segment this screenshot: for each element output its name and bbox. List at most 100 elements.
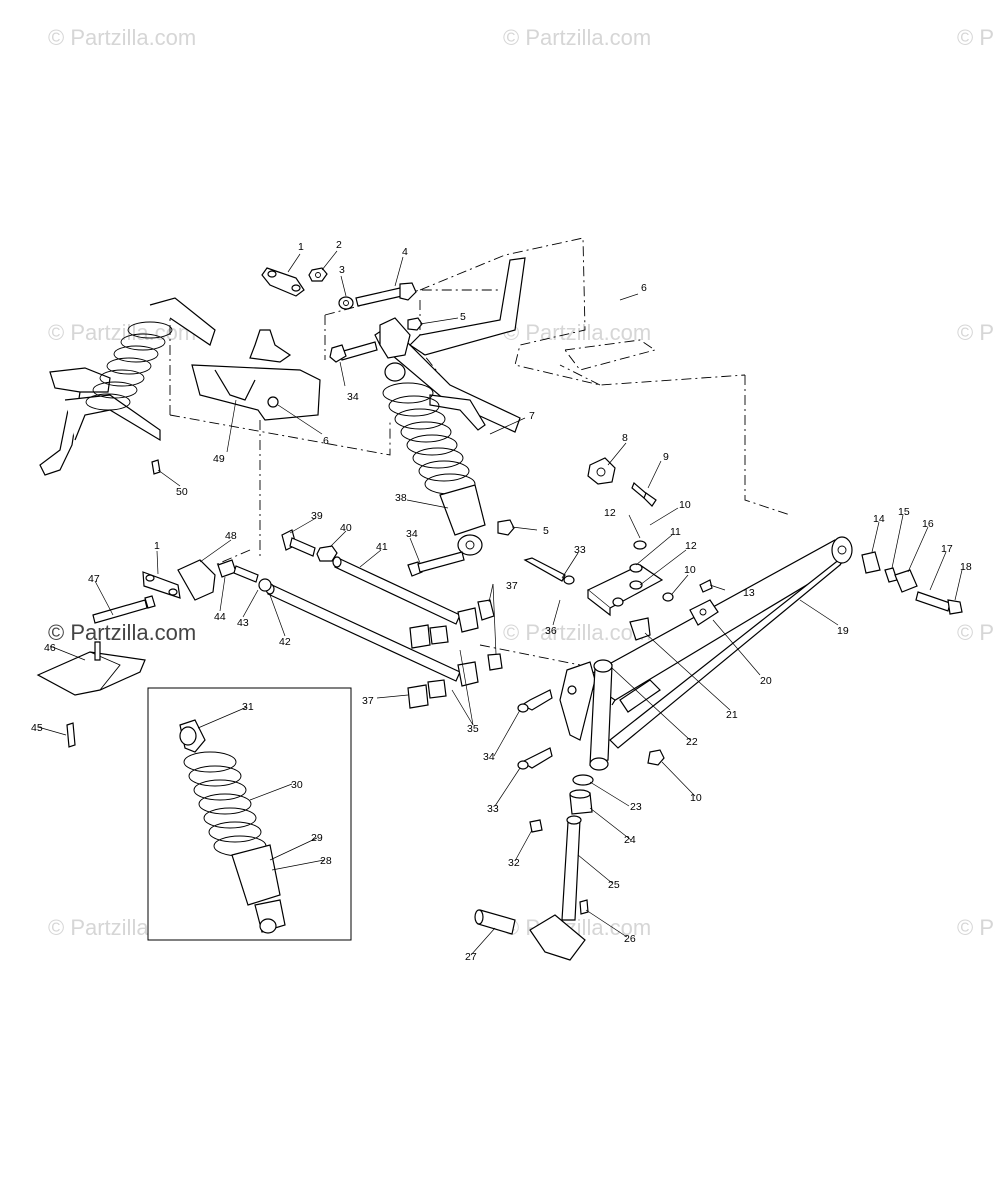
- callout-28: 28: [320, 855, 332, 867]
- callout-2: 2: [336, 239, 342, 251]
- callout-37: 37: [506, 580, 518, 592]
- bracket-20: [689, 599, 719, 626]
- callout-37: 37: [362, 695, 374, 707]
- strap-plate-lower: [142, 571, 181, 599]
- callout-50: 50: [176, 486, 188, 498]
- callout-5: 5: [543, 525, 549, 537]
- callout-10: 10: [679, 499, 691, 511]
- callout-34: 34: [483, 751, 495, 763]
- callout-49: 49: [213, 453, 225, 465]
- callout-15: 15: [898, 506, 910, 518]
- callout-20: 20: [760, 675, 772, 687]
- callout-29: 29: [311, 832, 323, 844]
- bolt-34-mid: [407, 551, 465, 577]
- callout-27: 27: [465, 951, 477, 963]
- leader-lines: [37, 250, 963, 956]
- callout-23: 23: [630, 801, 642, 813]
- callout-18: 18: [960, 561, 972, 573]
- callout-16: 16: [922, 518, 934, 530]
- bolt-4: [355, 282, 417, 307]
- bolt-34: [329, 341, 378, 363]
- lower-a-arm-19: [578, 536, 853, 749]
- spindle-25: [529, 815, 586, 961]
- callout-46: 46: [44, 642, 56, 654]
- bushings-37-35: [407, 599, 503, 709]
- callout-14: 14: [873, 513, 885, 525]
- callout-48: 48: [225, 530, 237, 542]
- callout-40: 40: [340, 522, 352, 534]
- callout-38: 38: [395, 492, 407, 504]
- callout-33: 33: [574, 544, 586, 556]
- nut-40: [316, 545, 338, 562]
- callout-10: 10: [690, 792, 702, 804]
- callout-47: 47: [88, 573, 100, 585]
- callout-30: 30: [291, 779, 303, 791]
- mount-bracket-11: [586, 540, 674, 617]
- bushing-16: [894, 569, 918, 593]
- watermark: © Partzilla.com: [957, 25, 995, 50]
- washer-23: [572, 774, 594, 786]
- watermark: © Partzilla.com: [957, 915, 995, 940]
- callout-43: 43: [237, 617, 249, 629]
- bracket-48: [177, 559, 216, 601]
- bolt-39: [281, 529, 316, 557]
- callout-4: 4: [402, 246, 408, 258]
- bushing-24: [569, 789, 593, 815]
- washer-3: [338, 296, 354, 310]
- bolt-33-lower: [517, 747, 553, 770]
- watermark: © Partzilla.com: [503, 620, 651, 645]
- callout-1: 1: [154, 540, 160, 552]
- callout-41: 41: [376, 541, 388, 553]
- callout-22: 22: [686, 736, 698, 748]
- callout-12: 12: [604, 507, 616, 519]
- bolt-9: [631, 481, 657, 507]
- callout-21: 21: [726, 709, 738, 721]
- watermark: © Partzilla.com: [503, 320, 651, 345]
- callout-1: 1: [298, 241, 304, 253]
- bolt-33: [523, 557, 575, 585]
- callout-19: 19: [837, 625, 849, 637]
- callout-34: 34: [347, 391, 359, 403]
- strap-plate: [261, 267, 305, 297]
- callout-7: 7: [529, 410, 535, 422]
- nut-2: [308, 267, 328, 282]
- callout-17: 17: [941, 543, 953, 555]
- clip-32: [529, 819, 543, 833]
- watermark: © Partzilla.com: [957, 620, 995, 645]
- shaft-41: [332, 556, 461, 625]
- cotter-26: [579, 899, 589, 915]
- bolt-34-lower: [517, 689, 553, 713]
- callout-12: 12: [685, 540, 697, 552]
- watermarks: © Partzilla.com © Partzilla.com © Partzi…: [48, 25, 995, 940]
- callout-9: 9: [663, 451, 669, 463]
- bolt-47: [92, 595, 156, 624]
- nut-43: [258, 578, 272, 592]
- bushing-14: [861, 551, 881, 574]
- nut-5: [407, 317, 423, 331]
- bracket-21: [629, 617, 651, 641]
- callout-31: 31: [242, 701, 254, 713]
- callout-6: 6: [641, 282, 647, 294]
- callout-5: 5: [460, 311, 466, 323]
- pin-45: [66, 722, 76, 748]
- callout-45: 45: [31, 722, 43, 734]
- watermark: © Partzilla.com: [48, 620, 196, 645]
- pin-27: [474, 909, 516, 935]
- callout-11: 11: [670, 526, 681, 538]
- adjuster-44: [217, 559, 259, 583]
- callout-39: 39: [311, 510, 323, 522]
- callout-34: 34: [406, 528, 418, 540]
- watermark: © Partzilla.com: [48, 25, 196, 50]
- callout-13: 13: [743, 587, 755, 599]
- callout-8: 8: [622, 432, 628, 444]
- callout-labels: 1 2 3 4 5 6 34 6 49 50 7 8 9 38 10 12 11…: [31, 239, 972, 963]
- callout-42: 42: [279, 636, 291, 648]
- steering-knuckle: [559, 659, 613, 771]
- callout-36: 36: [545, 625, 557, 637]
- nut-5-mid: [497, 519, 515, 536]
- callout-44: 44: [214, 611, 226, 623]
- callout-33: 33: [487, 803, 499, 815]
- pin-50: [151, 459, 161, 475]
- nut-10: [647, 749, 665, 766]
